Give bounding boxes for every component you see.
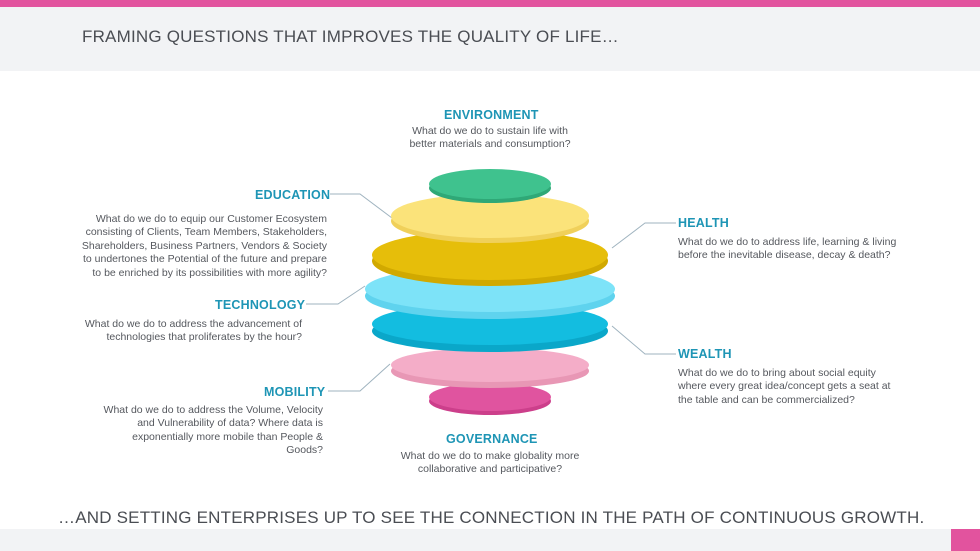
mobility-text: What do we do to address the Volume, Vel…	[103, 404, 323, 457]
education-layer	[391, 194, 589, 243]
education-heading: EDUCATION	[255, 188, 331, 202]
environment-layer	[429, 169, 551, 203]
wealth-connector	[611, 325, 676, 355]
technology-text: What do we do to address the advancement…	[84, 318, 302, 344]
governance-heading: GOVERNANCE	[446, 432, 538, 446]
top-accent-bar	[0, 0, 980, 7]
wealth-text: What do we do to bring about social equi…	[678, 367, 891, 406]
footer-accent-block	[951, 529, 980, 551]
health-layer	[372, 230, 608, 286]
mobility-layer	[391, 348, 589, 388]
governance-layer	[429, 383, 551, 415]
governance-text: What do we do to make globality more col…	[400, 450, 580, 476]
health-connector	[611, 222, 676, 249]
health-heading: HEALTH	[678, 216, 729, 230]
health-text: What do we do to address life, learning …	[678, 236, 897, 262]
environment-text: What do we do to sustain life with bette…	[409, 125, 571, 151]
mobility-connector	[328, 363, 391, 392]
page-title: FRAMING QUESTIONS THAT IMPROVES THE QUAL…	[82, 27, 619, 46]
mobility-heading: MOBILITY	[264, 385, 326, 399]
footer-tagline: …AND SETTING ENTERPRISES UP TO SEE THE C…	[58, 508, 925, 527]
header-band	[0, 7, 980, 71]
technology-heading: TECHNOLOGY	[215, 298, 306, 312]
education-text: What do we do to equip our Customer Ecos…	[81, 213, 327, 279]
footer-band	[0, 529, 980, 551]
education-connector	[330, 193, 393, 219]
environment-heading: ENVIRONMENT	[444, 108, 539, 122]
wealth-heading: WEALTH	[678, 347, 732, 361]
technology-connector	[306, 285, 366, 305]
